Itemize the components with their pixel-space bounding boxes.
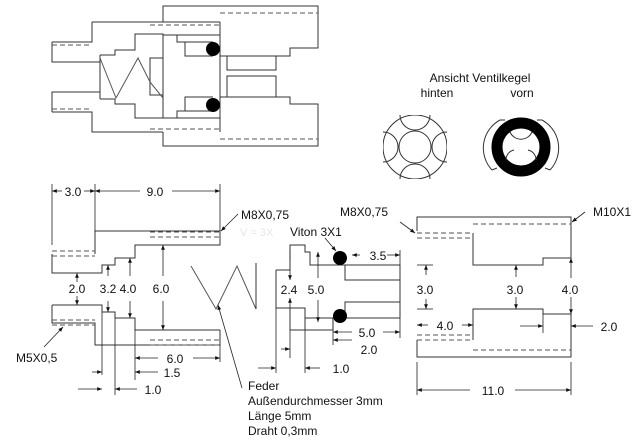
dim-1-5: 1.5 [164, 366, 181, 380]
dim-9-0: 9.0 [147, 185, 164, 199]
o-ring-bottom [206, 98, 220, 112]
thread-m8-left: M8X0,75 [241, 208, 289, 222]
dim-6-0-length: 6.0 [167, 352, 184, 366]
dim-11-0: 11.0 [482, 384, 505, 398]
dim-4-0: 4.0 [120, 282, 137, 296]
dim-3-0-b: 3.0 [507, 283, 524, 297]
dim-4-0-length: 4.0 [437, 319, 454, 333]
spring-wire: Draht 0,3mm [248, 424, 317, 438]
spring-assembly [99, 56, 164, 100]
view-label-rear: hinten [421, 86, 454, 100]
dim-2-0: 2.0 [601, 320, 618, 334]
thread-m5: M5X0,5 [16, 351, 58, 365]
spring-length: Länge 5mm [248, 409, 311, 423]
assembly-view [51, 5, 319, 147]
o-ring-top [206, 42, 220, 56]
cone-rear-view [376, 108, 454, 186]
dim-1-0: 1.0 [145, 383, 162, 397]
dim-1-0: 1.0 [333, 362, 350, 376]
dim-3-0: 3.0 [65, 185, 82, 199]
dim-2-0: 2.0 [69, 282, 86, 296]
spring-title: Feder [248, 379, 279, 393]
spring-detail: Feder Außendurchmesser 3mm Länge 5mm Dra… [190, 263, 383, 438]
o-ring-detail-bottom [333, 309, 347, 323]
inlet-part-detail: 3.0 9.0 2.0 3.2 4.0 6.0 6.0 1.5 1.0 M8X0… [16, 184, 289, 397]
thread-m8-right: M8X0,75 [340, 205, 388, 219]
thread-m10: M10X1 [593, 205, 631, 219]
outlet-body [162, 5, 319, 147]
view-label-front: vorn [510, 86, 533, 100]
dim-2-0: 2.0 [361, 343, 378, 357]
dim-3-2: 3.2 [100, 282, 117, 296]
dim-5-0: 5.0 [308, 283, 325, 297]
valve-bore [99, 22, 221, 132]
view-title: Ansicht Ventilkegel [430, 71, 531, 85]
dim-2-4: 2.4 [281, 283, 298, 297]
outlet-part-detail: 3.0 3.0 4.0 4.0 2.0 11.0 M10X1 M8X0,75 [340, 205, 631, 398]
inlet-fitting [51, 21, 220, 133]
dim-4-0: 4.0 [562, 283, 579, 297]
dim-3-5: 3.5 [370, 249, 387, 263]
dim-3-0-a: 3.0 [417, 283, 434, 297]
cone-detail: 3.5 2.4 5.0 5.0 2.0 1.0 Viton 3X1 [258, 225, 401, 376]
dim-5-0-length: 5.0 [359, 326, 376, 340]
cone-front-view [482, 117, 560, 177]
spring-outer-diameter: Außendurchmesser 3mm [248, 394, 383, 408]
o-ring-detail-top [333, 251, 347, 265]
dim-6-0: 6.0 [153, 282, 170, 296]
watermark: V = 3X [240, 227, 274, 239]
o-ring-label: Viton 3X1 [290, 225, 342, 239]
cone-views: Ansicht Ventilkegel hinten vorn [376, 71, 560, 186]
